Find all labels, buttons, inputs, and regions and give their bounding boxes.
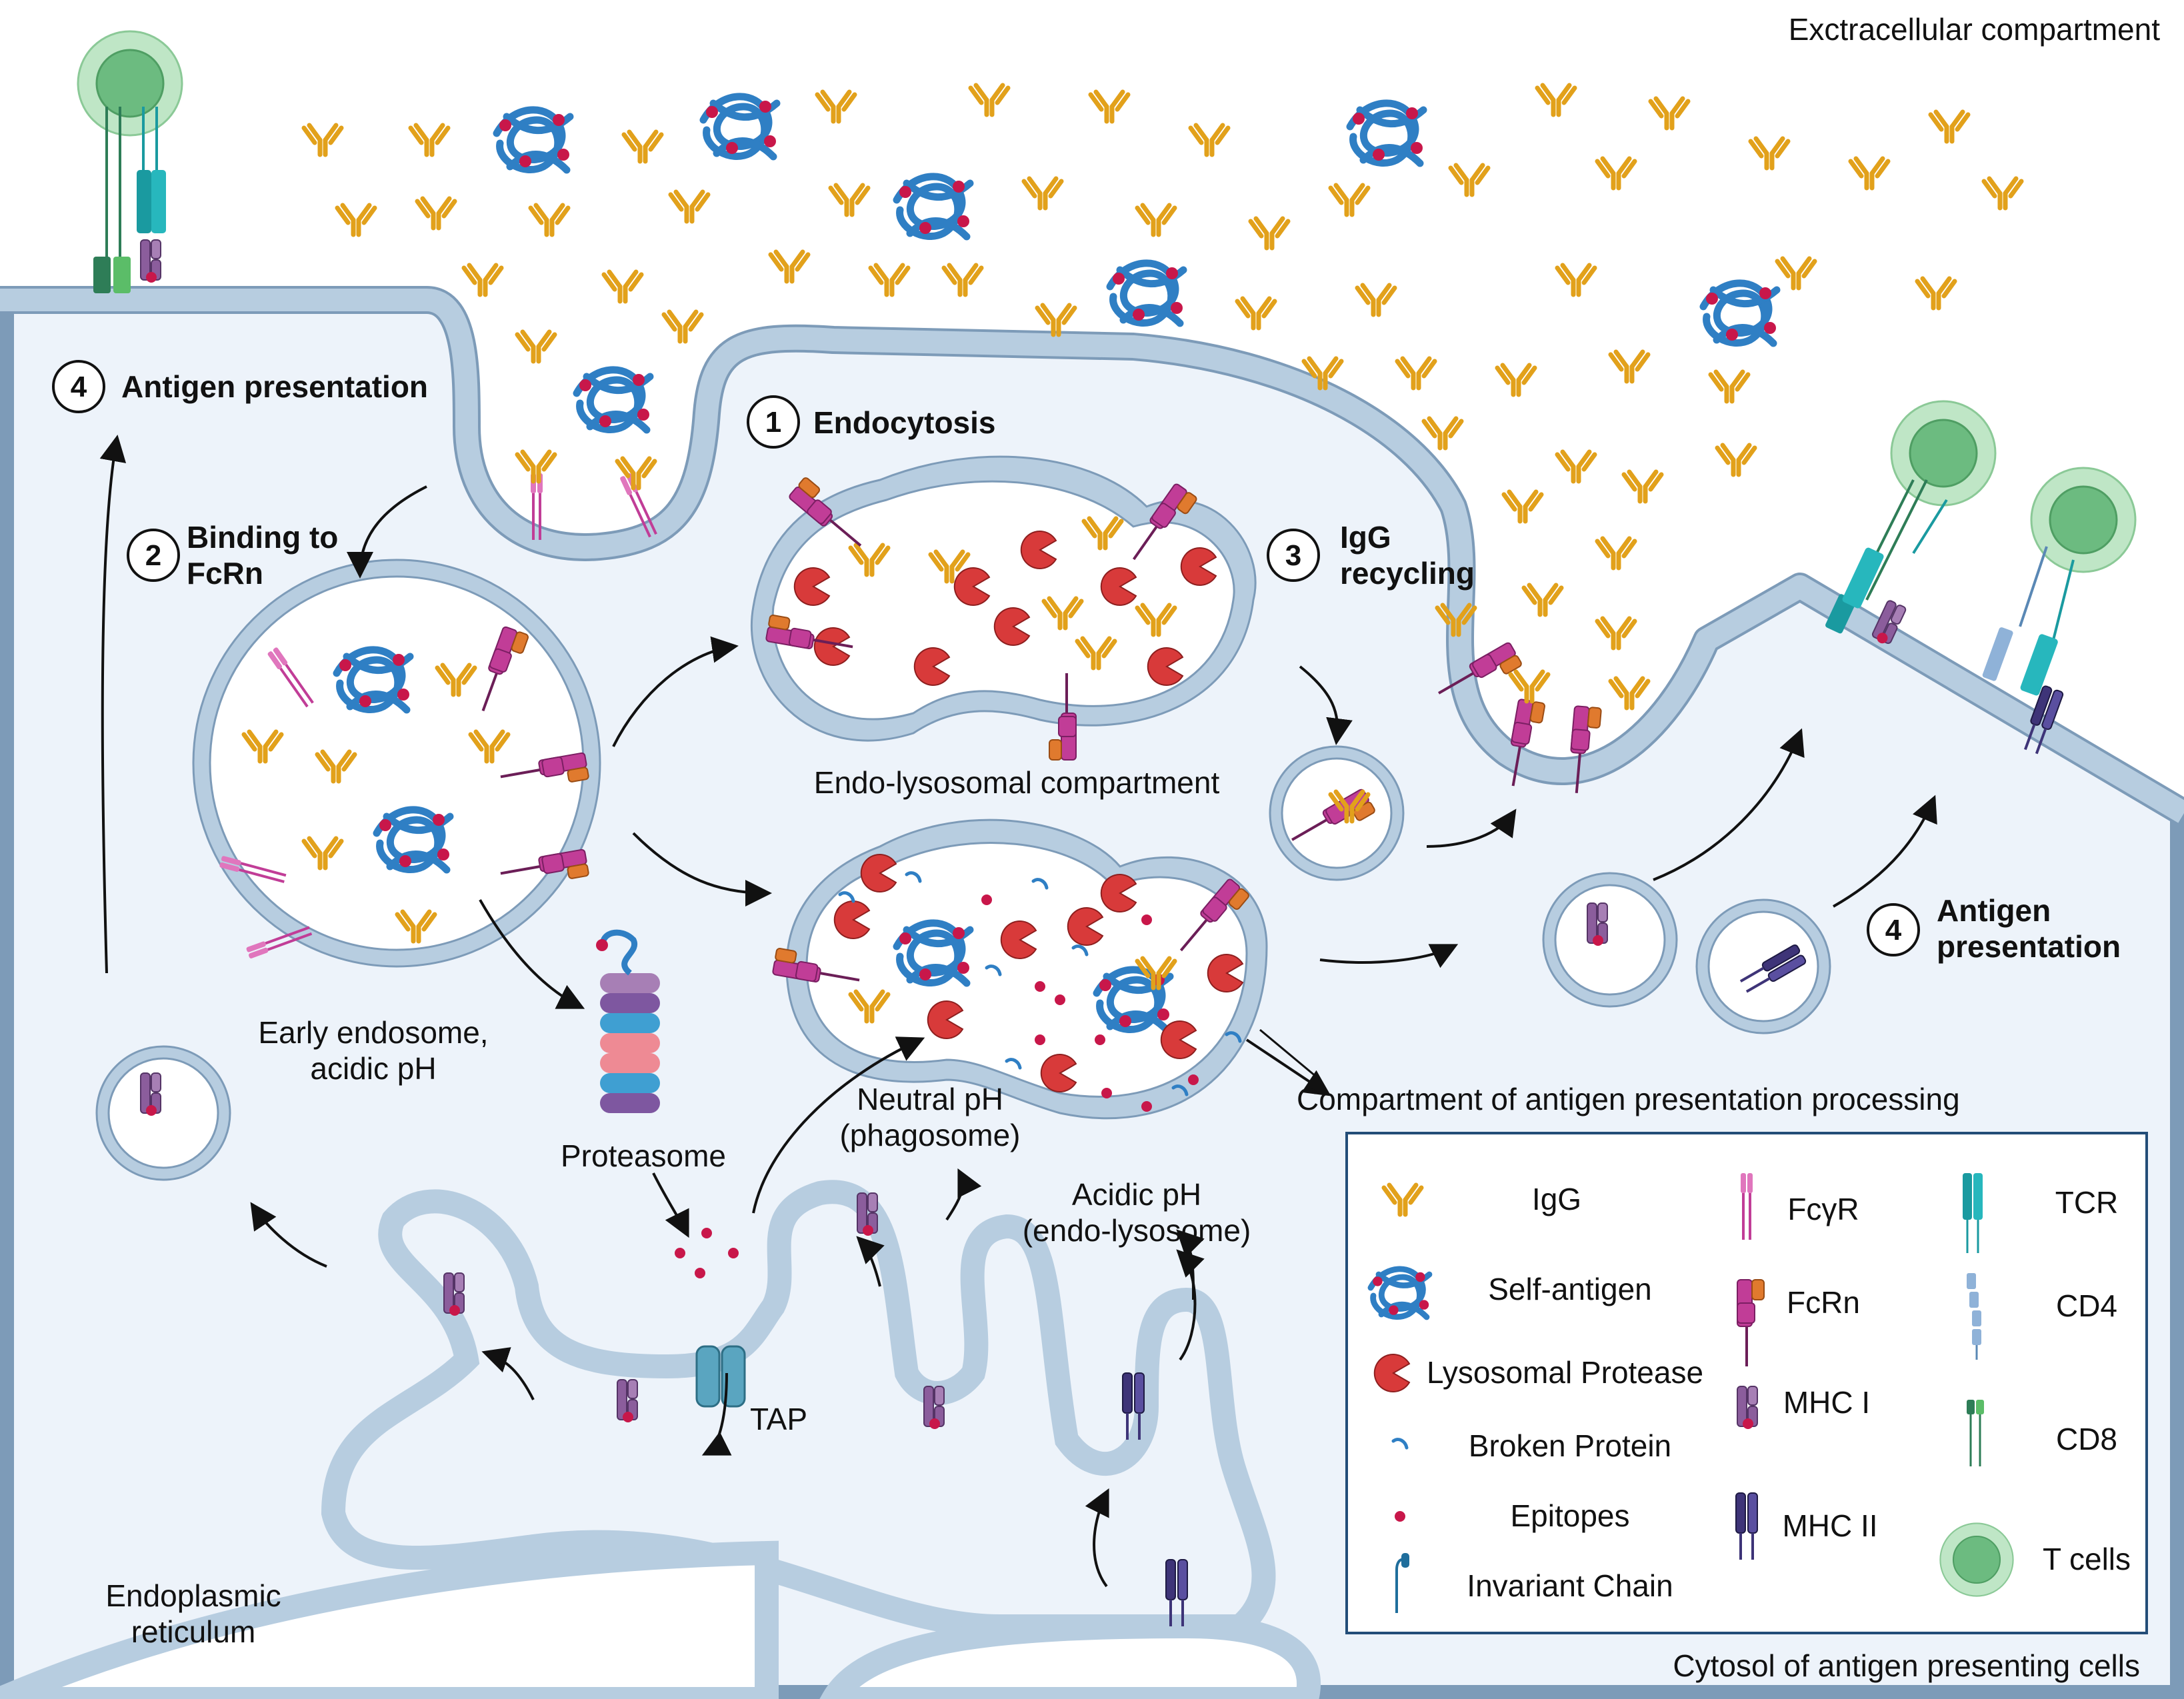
vesicle-mhc-ii	[1695, 898, 1831, 1034]
tap-label: TAP	[750, 1402, 807, 1436]
endoplasmic-reticulum	[0, 1180, 1321, 1699]
er-label-line2: reticulum	[131, 1614, 256, 1649]
legend-label-epitopes: Epitopes	[1510, 1498, 1629, 1533]
step-4-right-badge	[1867, 903, 1920, 956]
t-cell-right-1	[1825, 400, 1997, 648]
vesicle-left-mhc	[95, 1045, 231, 1181]
step-2-label-line2: FcRn	[187, 556, 263, 591]
t-cell-top-left	[77, 30, 183, 293]
acidic-ph-label-line2: (endo-lysosome)	[1023, 1213, 1251, 1248]
t-cell-icon	[1939, 1522, 2014, 1597]
legend-label-tcr: TCR	[2055, 1185, 2119, 1220]
proteasome	[596, 929, 660, 1113]
legend-label-broken-protein: Broken Protein	[1469, 1428, 1671, 1463]
step-1-label: Endocytosis	[813, 405, 996, 440]
endo-lysosomal-label: Endo-lysosomal compartment	[814, 765, 1220, 800]
legend: IgG Self-antigen Lysosomal Protease Brok…	[1345, 1132, 2148, 1634]
vesicle-recycling	[1269, 745, 1405, 881]
extracellular-label: Exctracellular compartment	[1789, 12, 2161, 47]
step-4-right-label-line1: Antigen	[1937, 893, 2051, 928]
legend-label-protease: Lysosomal Protease	[1427, 1355, 1703, 1390]
cd8-icon	[1967, 1400, 1984, 1466]
legend-label-igg: IgG	[1532, 1182, 1581, 1216]
early-endosome	[192, 559, 601, 968]
legend-label-cd4: CD4	[2056, 1288, 2117, 1323]
step-2-badge	[127, 529, 180, 582]
legend-label-cd8: CD8	[2056, 1422, 2117, 1456]
endo-lysosomal-compartment	[750, 455, 1257, 761]
legend-label-mhc-ii: MHC II	[1782, 1508, 1877, 1543]
app-compartment-label: Compartment of antigen presentation proc…	[1297, 1082, 1960, 1116]
early-endosome-label-line2: acidic pH	[310, 1051, 436, 1086]
mhc-i-icon	[1737, 1386, 1758, 1430]
legend-label-fcgr: FcγR	[1787, 1192, 1859, 1226]
neutral-ph-label-line2: (phagosome)	[839, 1118, 1020, 1152]
epitope-icon	[1395, 1511, 1405, 1522]
legend-label-t-cells: T cells	[2043, 1542, 2131, 1576]
step-3-label-line2: recycling	[1340, 556, 1475, 591]
tap-transporter	[695, 1345, 746, 1408]
early-endosome-label-line1: Early endosome,	[258, 1015, 488, 1050]
step-3-number: 3	[1285, 539, 1301, 572]
neutral-ph-label-line1: Neutral pH	[857, 1082, 1003, 1116]
step-4-right-number: 4	[1885, 914, 1902, 946]
step-4-left-label: Antigen presentation	[121, 369, 428, 404]
t-cell-right-2	[1982, 467, 2137, 757]
legend-label-mhc-i: MHC I	[1783, 1385, 1870, 1420]
step-4-left-number: 4	[71, 371, 87, 403]
legend-label-fcrn: FcRn	[1787, 1285, 1860, 1320]
vesicle-mhc-i	[1542, 872, 1678, 1008]
antigen-processing-compartment	[771, 819, 1268, 1120]
cytosol-label: Cytosol of antigen presenting cells	[1673, 1648, 2140, 1683]
tcr-icon	[1963, 1173, 1983, 1253]
legend-label-invariant-chain: Invariant Chain	[1467, 1568, 1673, 1603]
cd4-icon	[1967, 1273, 1981, 1360]
step-3-label-line1: IgG	[1340, 520, 1391, 555]
invariant-chain-icon	[1395, 1553, 1409, 1613]
er-label-line1: Endoplasmic	[105, 1578, 281, 1613]
legend-label-self-antigen: Self-antigen	[1488, 1272, 1652, 1306]
acidic-ph-label-line1: Acidic pH	[1072, 1177, 1201, 1212]
step-2-number: 2	[145, 539, 161, 572]
step-1-number: 1	[765, 406, 781, 439]
step-1-badge	[747, 395, 800, 449]
step-4-left-badge	[52, 360, 105, 413]
step-2-label-line1: Binding to	[187, 520, 338, 555]
step-3-badge	[1267, 529, 1320, 582]
proteasome-label: Proteasome	[561, 1138, 726, 1173]
step-4-right-label-line2: presentation	[1937, 929, 2121, 964]
process-arrows	[99, 435, 1937, 1588]
